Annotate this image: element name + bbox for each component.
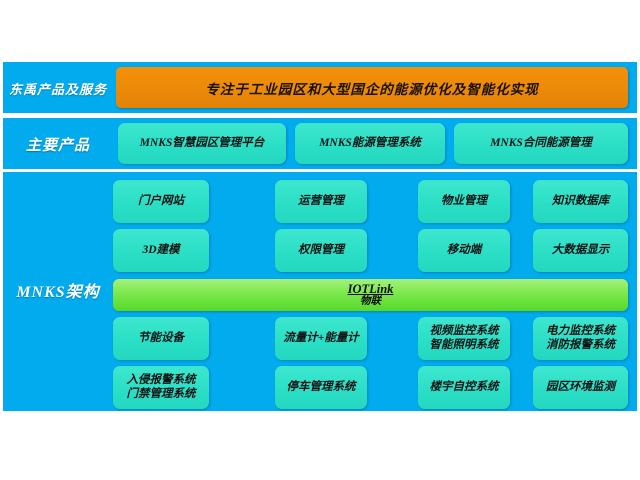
device-module-card[interactable]: 园区环境监测 bbox=[533, 366, 628, 409]
tagline-text: 专注于工业园区和大型国企的能源优化及智能化实现 bbox=[205, 81, 539, 97]
app-module-card[interactable]: 知识数据库 bbox=[533, 180, 628, 223]
device-module-card[interactable]: 视频监控系统智能照明系统 bbox=[418, 317, 510, 360]
device-module-card[interactable]: 电力监控系统消防报警系统 bbox=[533, 317, 628, 360]
device-module-card[interactable]: 停车管理系统 bbox=[275, 366, 367, 409]
device-module-card[interactable]: 节能设备 bbox=[113, 317, 209, 360]
product-card[interactable]: MNKS能源管理系统 bbox=[295, 123, 445, 164]
iotlink-platform-bar[interactable]: IOTLink 物联 bbox=[113, 279, 628, 311]
device-module-card[interactable]: 入侵报警系统门禁管理系统 bbox=[113, 366, 209, 409]
section-label-products-services: 东禹产品及服务 bbox=[8, 82, 107, 97]
tagline-banner: 专注于工业园区和大型国企的能源优化及智能化实现 bbox=[116, 67, 628, 108]
device-module-card[interactable]: 楼宇自控系统 bbox=[418, 366, 510, 409]
app-module-card[interactable]: 大数据显示 bbox=[533, 229, 628, 272]
app-module-card[interactable]: 门户网站 bbox=[113, 180, 209, 223]
app-module-card[interactable]: 3D建模 bbox=[113, 229, 209, 272]
iotlink-title: IOTLink bbox=[347, 281, 394, 296]
section-label-main-products: 主要产品 bbox=[25, 138, 90, 154]
app-module-card[interactable]: 物业管理 bbox=[418, 180, 510, 223]
app-module-card[interactable]: 运营管理 bbox=[275, 180, 367, 223]
product-card[interactable]: MNKS智慧园区管理平台 bbox=[118, 123, 286, 164]
app-module-card[interactable]: 权限管理 bbox=[275, 229, 367, 272]
device-module-card[interactable]: 流量计+能量计 bbox=[275, 317, 367, 360]
product-card[interactable]: MNKS合同能源管理 bbox=[454, 123, 628, 164]
section-main-products: 主要产品 MNKS智慧园区管理平台 MNKS能源管理系统 MNKS合同能源管理 bbox=[3, 118, 637, 169]
app-module-card[interactable]: 移动端 bbox=[418, 229, 510, 272]
iotlink-subtitle: 物联 bbox=[360, 295, 381, 307]
section-label-architecture: MNKS架构 bbox=[16, 284, 100, 301]
section-architecture: MNKS架构 门户网站 运营管理 物业管理 知识数据库 3D建模 权限管理 移动… bbox=[3, 172, 637, 411]
section-products-services: 东禹产品及服务 专注于工业园区和大型国企的能源优化及智能化实现 bbox=[3, 62, 637, 113]
